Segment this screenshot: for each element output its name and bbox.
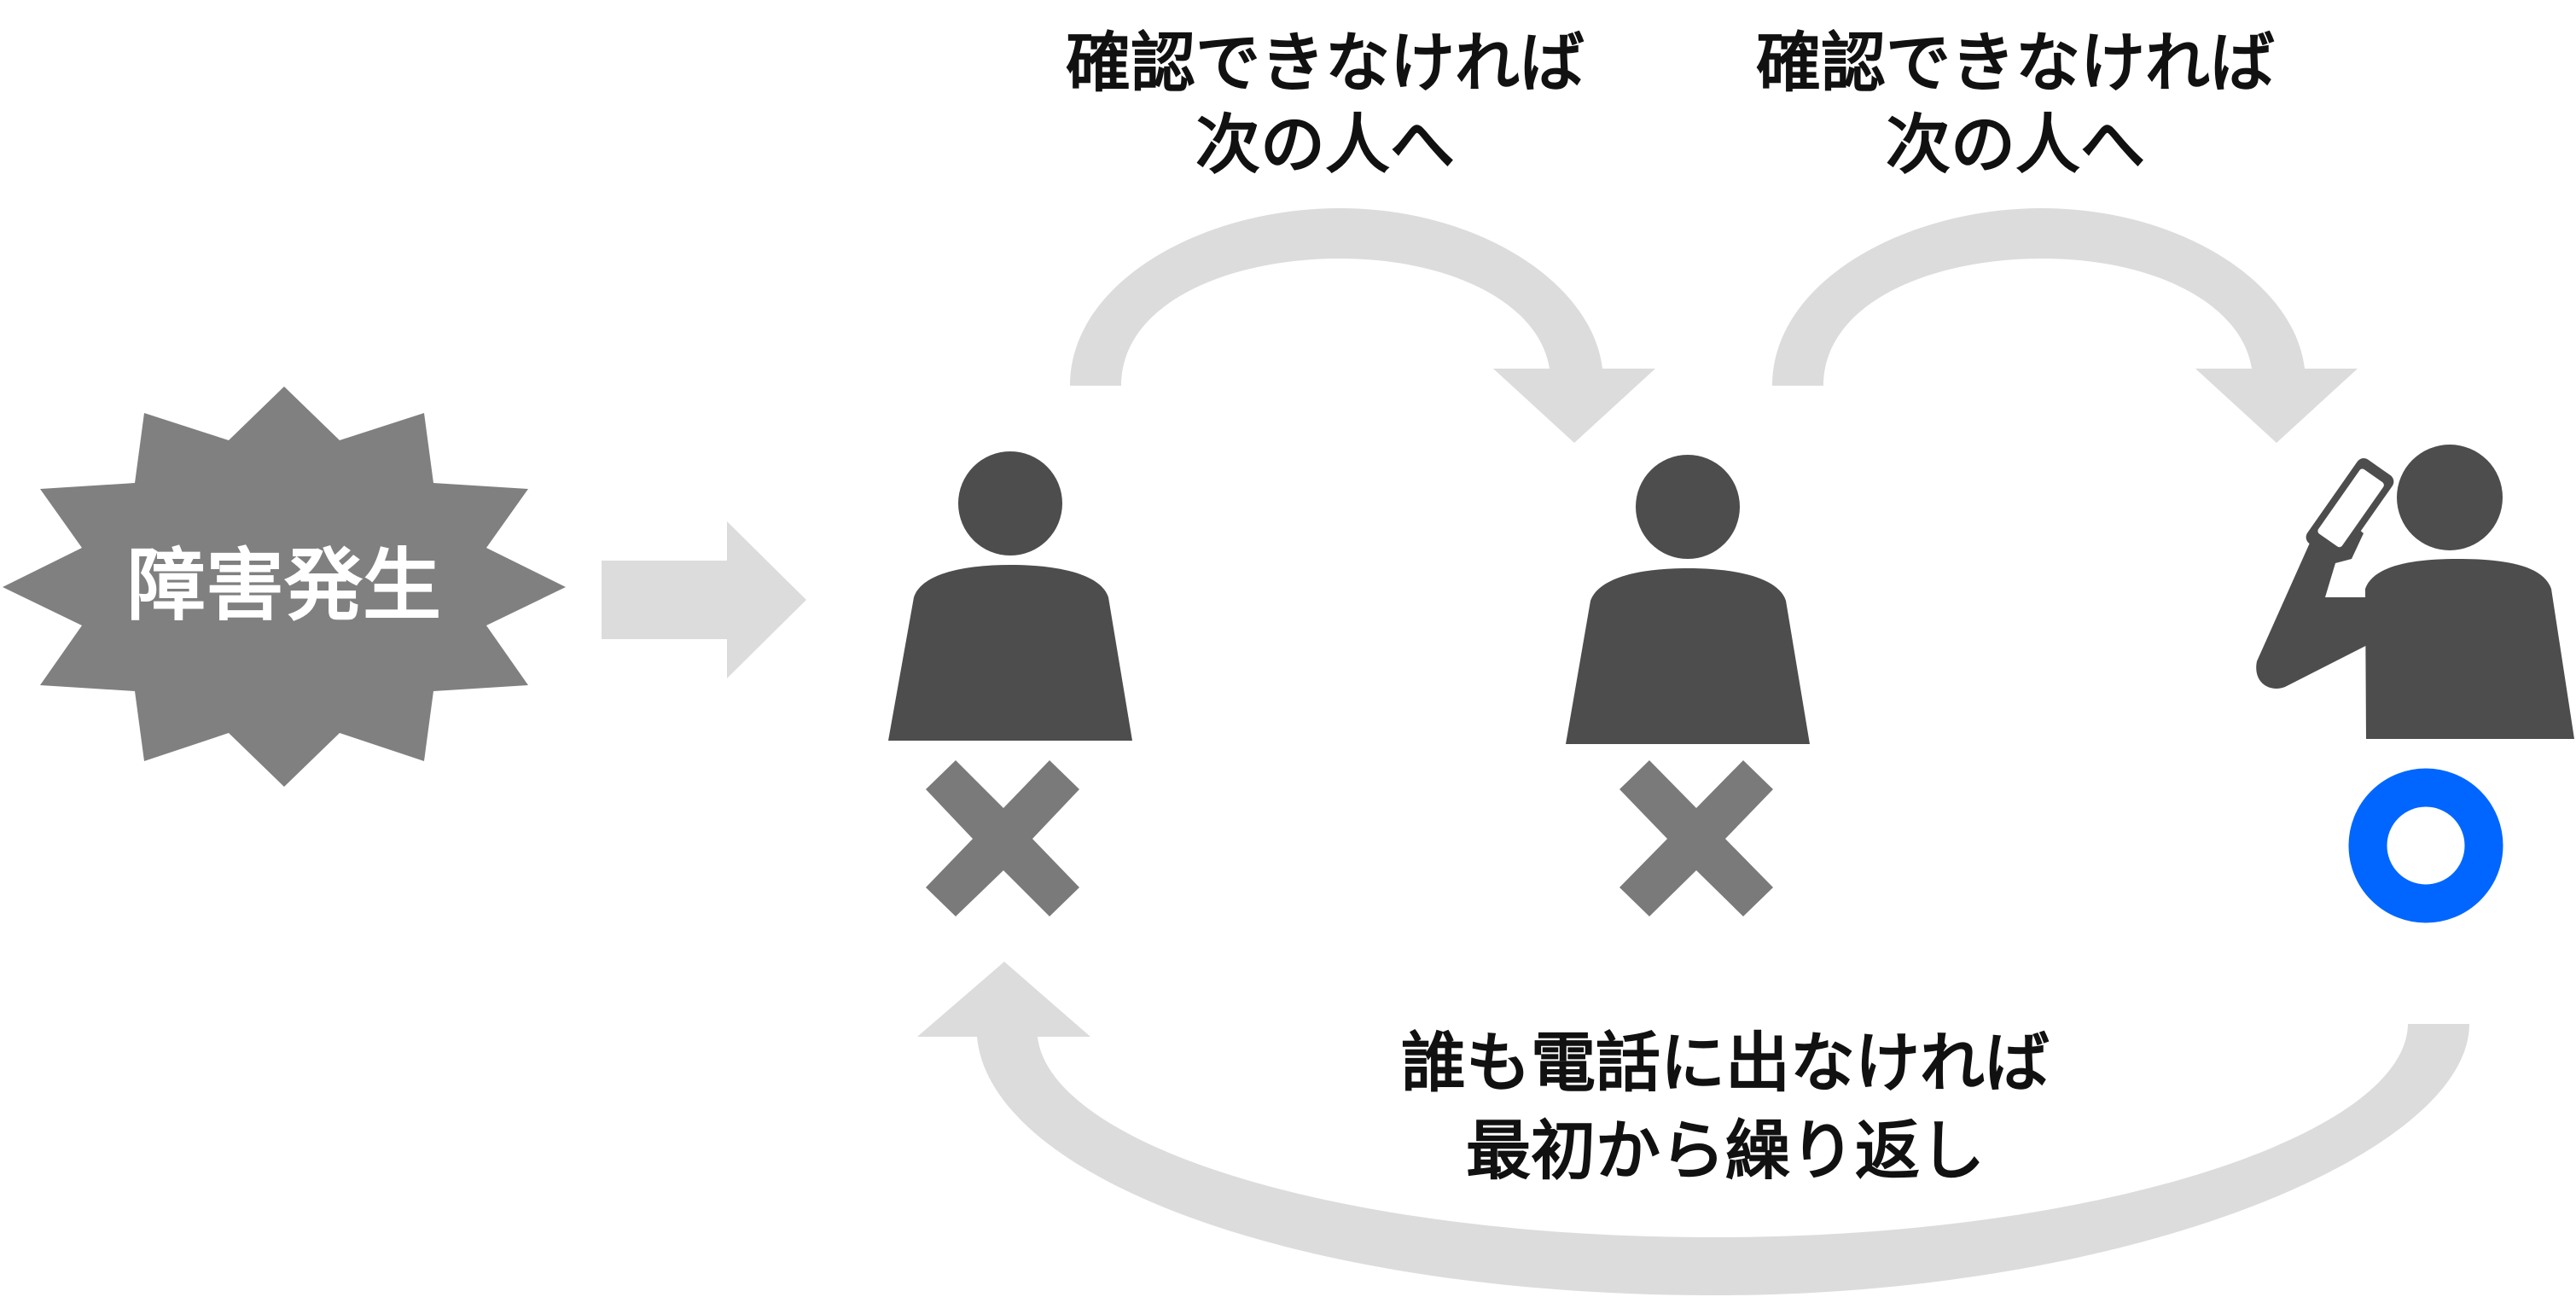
status-cross-icon [926, 760, 1079, 916]
escalate-arrow-1 [1070, 208, 1655, 443]
label-next-1-line2: 次の人へ [1195, 107, 1455, 183]
label-repeat: 誰も電話に出なければ 最初から繰り返し [1401, 1025, 2050, 1189]
label-repeat-line2: 最初から繰り返し [1466, 1113, 1985, 1189]
burst-shape-icon [3, 387, 566, 787]
incident-label: 障害発生 [127, 540, 441, 631]
label-next-1-line1: 確認できなければ [1066, 25, 1585, 101]
incident-burst: 障害発生 [3, 387, 566, 787]
curved-arrow-icon [1070, 208, 1602, 386]
repeat-arrow [917, 962, 2469, 1295]
label-next-2-line1: 確認できなければ [1756, 25, 2275, 101]
label-repeat-line1: 誰も電話に出なければ [1401, 1025, 2050, 1101]
status-cross-icon [1619, 760, 1773, 916]
right-arrow-icon [602, 521, 806, 678]
arrowhead-down-icon [1493, 369, 1655, 443]
person-1: × [888, 451, 1132, 916]
return-arrow-icon [977, 1024, 2469, 1295]
label-next-2-line2: 次の人へ [1886, 107, 2145, 183]
person-2: × [1566, 455, 1810, 916]
person-3: ○ [2256, 445, 2574, 923]
curved-arrow-icon [1772, 208, 2305, 386]
arrowhead-down-icon [2195, 369, 2358, 443]
label-next-1: 確認できなければ 次の人へ [1066, 25, 1585, 183]
label-next-2: 確認できなければ 次の人へ [1756, 25, 2275, 183]
arrowhead-up-icon [917, 962, 1090, 1037]
escalate-arrow-2 [1772, 208, 2358, 443]
person-on-phone-icon [2256, 445, 2574, 739]
status-circle-icon [2348, 768, 2503, 923]
person-icon [1566, 455, 1810, 744]
person-icon [888, 451, 1132, 741]
